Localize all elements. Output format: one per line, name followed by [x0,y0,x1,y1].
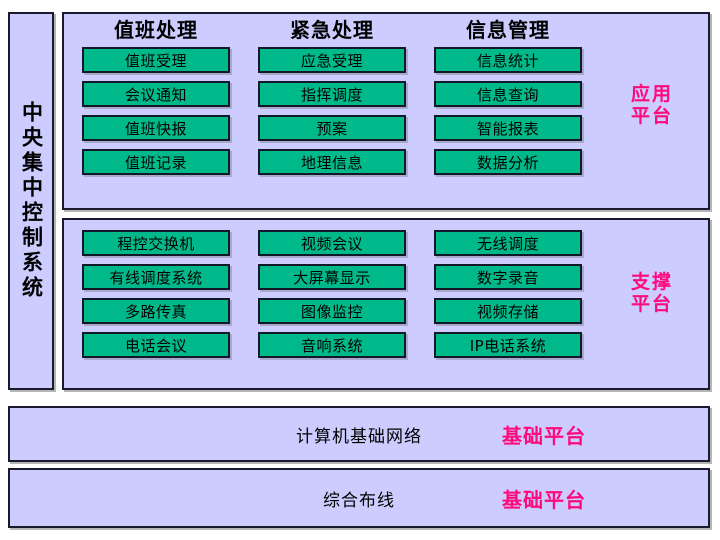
node-command-dispatch[interactable]: 指挥调度 [258,81,406,107]
node-wired-dispatch-system[interactable]: 有线调度系统 [82,264,230,290]
structured-cabling-platform-tag: 基础平台 [502,487,586,512]
support-platform-tag: 支撑 平台 [604,271,700,316]
node-program-controlled-switch[interactable]: 程控交换机 [82,230,230,256]
column-information-management: 信息管理 信息统计 信息查询 智能报表 数据分析 [434,20,582,175]
column-network-services: 无线调度 数字录音 视频存储 IP电话系统 [434,230,582,358]
application-platform-tag: 应用 平台 [604,83,700,128]
structured-cabling-content: 综合布线 基础平台 [10,470,708,526]
node-information-query[interactable]: 信息查询 [434,81,582,107]
node-information-statistics[interactable]: 信息统计 [434,47,582,73]
central-control-system-sidebar: 中央集中控制系统 [8,12,54,390]
application-platform-panel: 值班处理 值班受理 会议通知 值班快报 值班记录 紧急处理 应急受理 指挥调度 … [62,12,710,210]
column-header-emergency-handling: 紧急处理 [290,18,374,42]
node-multi-channel-fax[interactable]: 多路传真 [82,298,230,324]
node-emergency-acceptance[interactable]: 应急受理 [258,47,406,73]
support-platform-tag-line-2: 平台 [630,292,673,315]
column-emergency-handling: 紧急处理 应急受理 指挥调度 预案 地理信息 [258,20,406,175]
basic-network-bar: 计算机基础网络 基础平台 [8,406,710,462]
column-header-duty-handling: 值班处理 [114,18,198,42]
node-geographic-information[interactable]: 地理信息 [258,149,406,175]
support-platform-panel: 程控交换机 有线调度系统 多路传真 电话会议 视频会议 大屏幕显示 图像监控 音… [62,218,710,390]
column-communication-systems: 程控交换机 有线调度系统 多路传真 电话会议 [82,230,230,358]
application-platform-content: 值班处理 值班受理 会议通知 值班快报 值班记录 紧急处理 应急受理 指挥调度 … [64,14,708,208]
node-audio-system[interactable]: 音响系统 [258,332,406,358]
node-duty-acceptance[interactable]: 值班受理 [82,47,230,73]
node-duty-record[interactable]: 值班记录 [82,149,230,175]
node-duty-bulletin[interactable]: 值班快报 [82,115,230,141]
column-duty-handling: 值班处理 值班受理 会议通知 值班快报 值班记录 [82,20,230,175]
column-media-systems: 视频会议 大屏幕显示 图像监控 音响系统 [258,230,406,358]
structured-cabling-title: 综合布线 [323,490,395,511]
node-contingency-plan[interactable]: 预案 [258,115,406,141]
node-telephone-conference[interactable]: 电话会议 [82,332,230,358]
basic-network-content: 计算机基础网络 基础平台 [10,408,708,460]
node-meeting-notice[interactable]: 会议通知 [82,81,230,107]
node-video-storage[interactable]: 视频存储 [434,298,582,324]
basic-network-platform-tag: 基础平台 [502,423,586,448]
column-header-information-management: 信息管理 [466,18,550,42]
node-image-monitoring[interactable]: 图像监控 [258,298,406,324]
basic-network-title: 计算机基础网络 [296,426,422,447]
application-platform-tag-line-1: 应用 [630,83,673,105]
node-data-analysis[interactable]: 数据分析 [434,149,582,175]
node-wireless-dispatch[interactable]: 无线调度 [434,230,582,256]
node-digital-recording[interactable]: 数字录音 [434,264,582,290]
node-video-conference[interactable]: 视频会议 [258,230,406,256]
application-platform-tag-line-2: 平台 [630,104,673,127]
node-large-screen-display[interactable]: 大屏幕显示 [258,264,406,290]
support-platform-content: 程控交换机 有线调度系统 多路传真 电话会议 视频会议 大屏幕显示 图像监控 音… [64,220,708,388]
support-platform-tag-line-1: 支撑 [630,271,673,293]
sidebar-vertical-label: 中央集中控制系统 [19,101,44,301]
structured-cabling-bar: 综合布线 基础平台 [8,468,710,528]
node-ip-telephone-system[interactable]: IP电话系统 [434,332,582,358]
node-intelligent-report[interactable]: 智能报表 [434,115,582,141]
